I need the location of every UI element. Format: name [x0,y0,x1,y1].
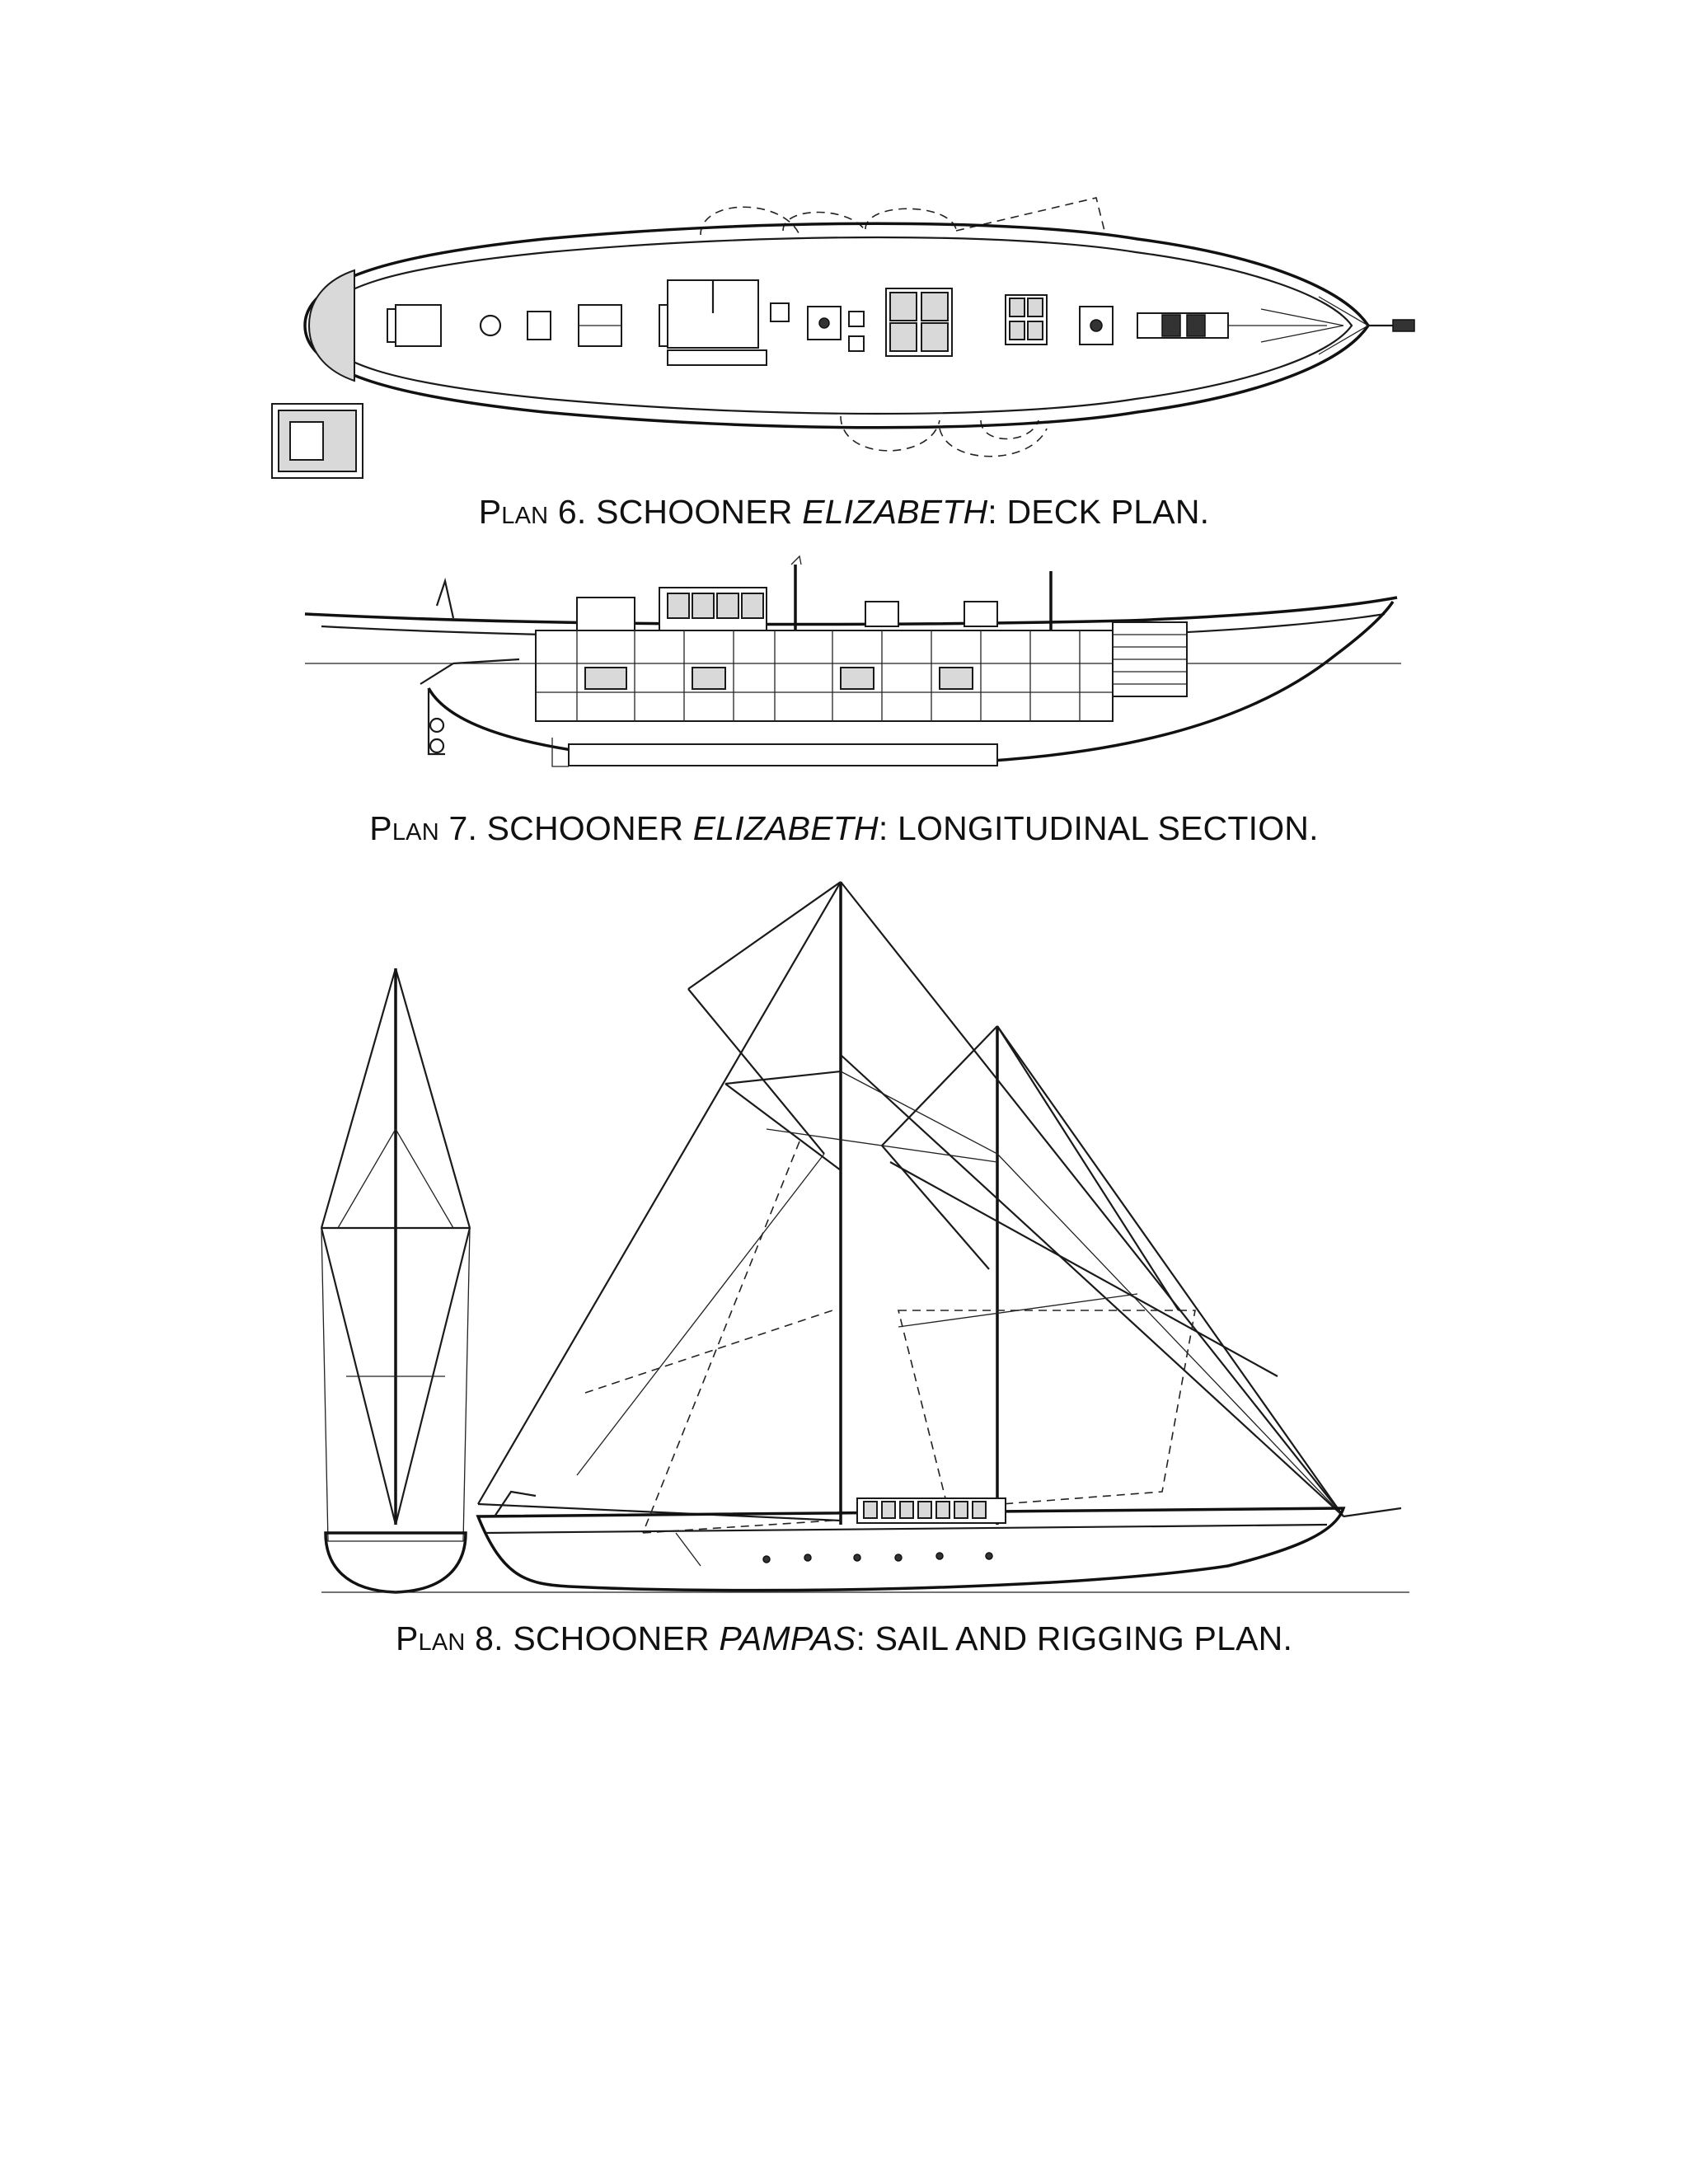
plan6-prefix: Plan [478,493,549,531]
plan7-vessel-type: SCHOONER [486,809,684,847]
plan7-prefix: Plan [369,809,439,847]
plan6-vessel-name: ELIZABETH [802,493,988,531]
plan8-title: : SAIL AND RIGGING PLAN. [856,1619,1293,1657]
plan8-vessel-type: SCHOONER [513,1619,710,1657]
longitudinal-section-drawing [304,555,1401,767]
plan8-prefix: Plan [395,1619,466,1657]
plan8-number: 8. [475,1619,504,1657]
plan8-caption: Plan 8. SCHOONER PAMPAS: SAIL AND RIGGIN… [0,1619,1688,1658]
plan7-number: 7. [448,809,478,847]
plan6-caption: Plan 6. SCHOONER ELIZABETH: DECK PLAN. [0,493,1688,532]
plan8-vessel-name: PAMPAS [719,1619,856,1657]
deck-plan-drawing [271,197,1415,479]
sail-rigging-plan-drawing [320,881,1409,1594]
plan7-title: : LONGITUDINAL SECTION. [878,809,1319,847]
side-elevation [476,881,1402,1592]
plan6-vessel-type: SCHOONER [596,493,793,531]
plan6-title: : DECK PLAN. [987,493,1210,531]
plan7-caption: Plan 7. SCHOONER ELIZABETH: LONGITUDINAL… [0,809,1688,848]
plan7-vessel-name: ELIZABETH [692,809,879,847]
front-elevation [320,968,471,1594]
plan6-number: 6. [557,493,587,531]
